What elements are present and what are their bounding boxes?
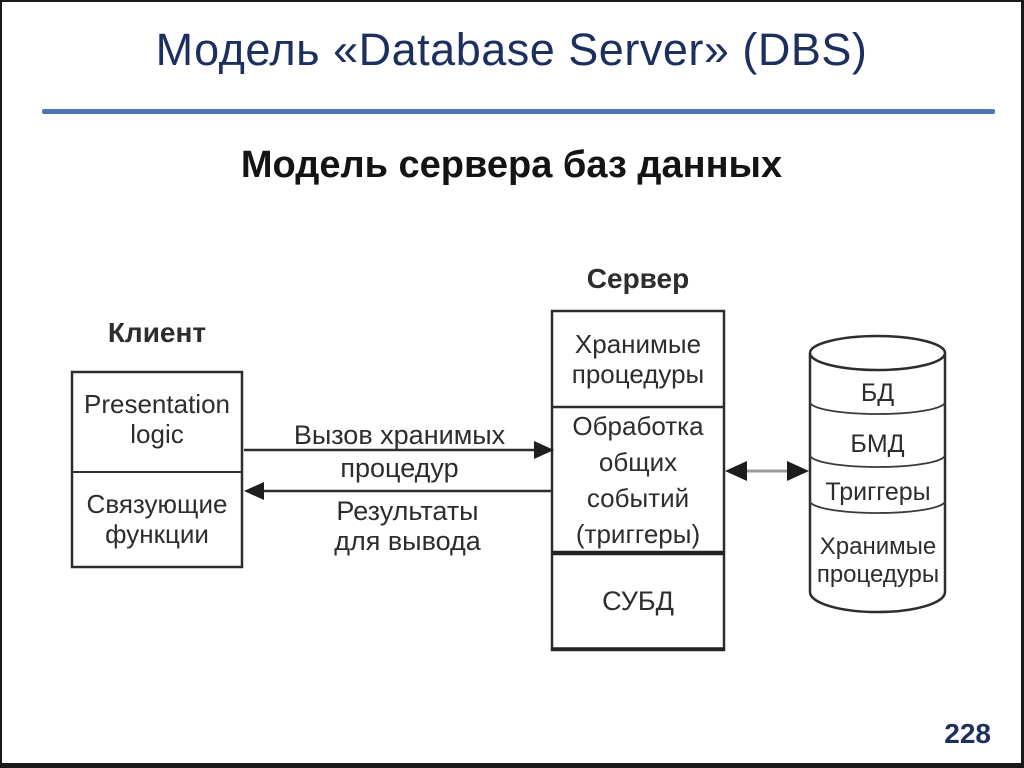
cylinder-divider-3 bbox=[809, 500, 946, 514]
server-event-processing-cell: Обработка общих событий (триггеры) bbox=[572, 411, 704, 549]
cylinder-section-db: БД bbox=[860, 379, 895, 407]
client-presentation-logic-cell: Presentation logic bbox=[84, 389, 230, 449]
call-arrow-label: Вызов хранимых процедур bbox=[293, 420, 506, 483]
call-arrow-head-icon bbox=[534, 441, 554, 459]
cylinder-section-bmd: БМД bbox=[850, 430, 905, 458]
server-stored-procedures-cell: Хранимые процедуры bbox=[571, 329, 705, 389]
cylinder-bottom-arc bbox=[808, 591, 947, 614]
sync-arrow-left-head-icon bbox=[725, 461, 747, 481]
cylinder-section-stored-procedures: Хранимые процедуры bbox=[816, 533, 940, 588]
cylinder-divider-1 bbox=[809, 401, 946, 415]
page-title: Модель «Database Server» (DBS) bbox=[155, 24, 868, 75]
server-title: Сервер bbox=[586, 263, 690, 294]
sync-arrow-right-head-icon bbox=[787, 461, 809, 481]
server-dbms-cell: СУБД bbox=[602, 586, 674, 616]
cylinder-top-ellipse bbox=[808, 334, 947, 372]
slide-subtitle: Модель сервера баз данных bbox=[240, 144, 783, 186]
client-box bbox=[70, 370, 244, 569]
cylinder-section-triggers: Триггеры bbox=[825, 478, 931, 506]
client-title: Клиент bbox=[107, 317, 207, 348]
server-box bbox=[550, 309, 726, 652]
result-arrow-label: Результаты для вывода bbox=[334, 496, 481, 556]
cylinder-divider-2 bbox=[809, 454, 946, 468]
client-linking-functions-cell: Связующие функции bbox=[86, 489, 228, 549]
page-number: 228 bbox=[944, 718, 991, 749]
title-separator-line bbox=[42, 109, 995, 114]
result-arrow-head-icon bbox=[244, 482, 264, 500]
